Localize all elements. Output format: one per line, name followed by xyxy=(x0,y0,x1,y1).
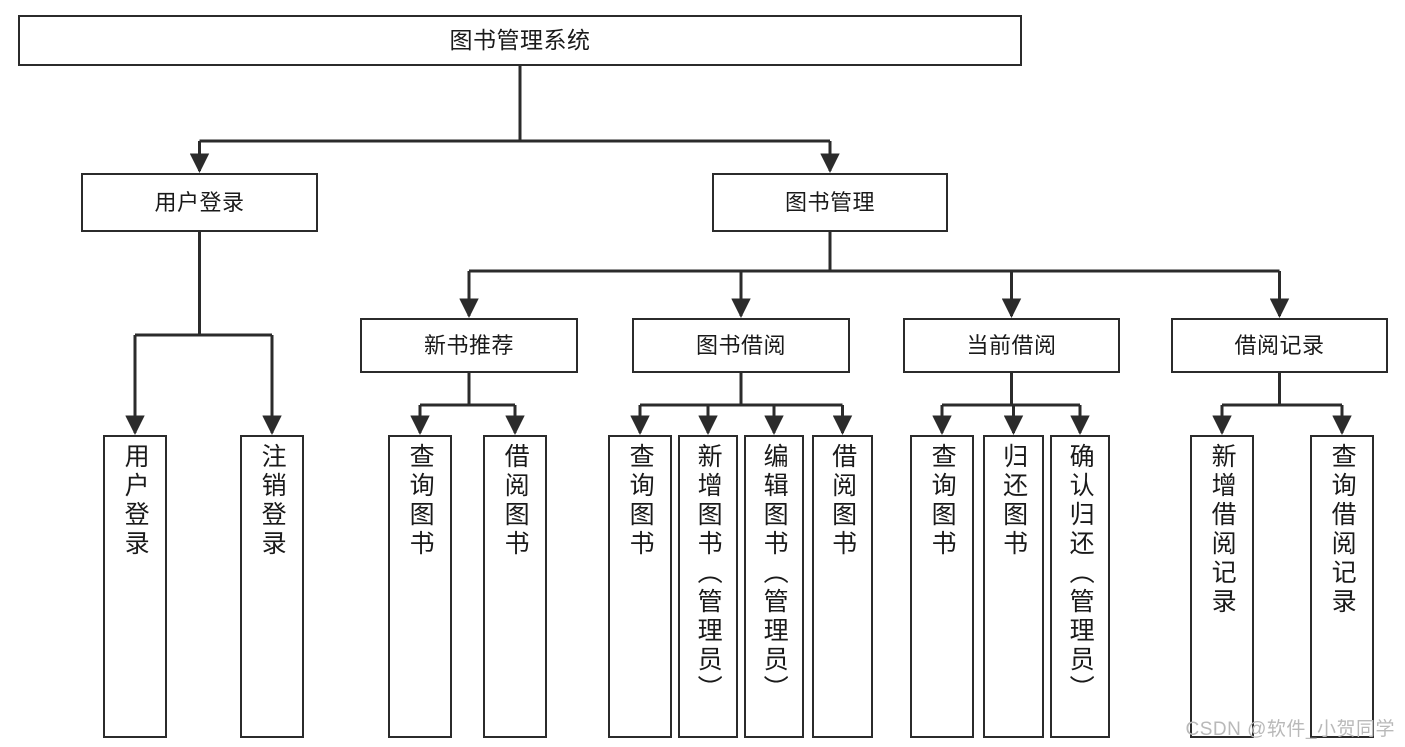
node-leaf-logout[interactable]: 注销登录 xyxy=(240,435,304,738)
node-root[interactable]: 图书管理系统 xyxy=(18,15,1022,66)
node-new-book-recommend-label: 新书推荐 xyxy=(423,332,514,358)
node-leaf-logout-label: 注销登录 xyxy=(258,443,287,559)
node-leaf-query-book-3-label: 查询图书 xyxy=(928,443,957,559)
node-new-book-recommend[interactable]: 新书推荐 xyxy=(360,318,578,373)
node-leaf-edit-book[interactable]: 编辑图书（管理员） xyxy=(744,435,804,738)
node-leaf-query-book-2-label: 查询图书 xyxy=(626,443,655,559)
node-leaf-borrow-book-2-label: 借阅图书 xyxy=(828,443,857,559)
node-leaf-add-book[interactable]: 新增图书（管理员） xyxy=(678,435,738,738)
node-leaf-user-login-label: 用户登录 xyxy=(121,443,150,559)
node-leaf-return-book[interactable]: 归还图书 xyxy=(983,435,1044,738)
node-book-manage-label: 图书管理 xyxy=(784,189,875,215)
node-leaf-query-book-2[interactable]: 查询图书 xyxy=(608,435,672,738)
node-leaf-add-book-label: 新增图书（管理员） xyxy=(694,443,723,704)
node-user-login[interactable]: 用户登录 xyxy=(81,173,318,232)
node-leaf-return-book-label: 归还图书 xyxy=(999,443,1028,559)
node-leaf-query-record-label: 查询借阅记录 xyxy=(1328,443,1357,617)
node-book-borrow-label: 图书借阅 xyxy=(695,332,786,358)
node-leaf-user-login[interactable]: 用户登录 xyxy=(103,435,167,738)
node-leaf-borrow-book-2[interactable]: 借阅图书 xyxy=(812,435,873,738)
node-leaf-edit-book-label: 编辑图书（管理员） xyxy=(760,443,789,704)
node-book-manage[interactable]: 图书管理 xyxy=(712,173,948,232)
node-leaf-query-book-3[interactable]: 查询图书 xyxy=(910,435,974,738)
node-leaf-borrow-book-1[interactable]: 借阅图书 xyxy=(483,435,547,738)
watermark-text: CSDN @软件_小贺同学 xyxy=(1185,719,1395,740)
node-book-borrow[interactable]: 图书借阅 xyxy=(632,318,850,373)
node-leaf-add-record[interactable]: 新增借阅记录 xyxy=(1190,435,1254,738)
node-current-borrow[interactable]: 当前借阅 xyxy=(903,318,1120,373)
node-leaf-borrow-book-1-label: 借阅图书 xyxy=(501,443,530,559)
node-leaf-confirm-return[interactable]: 确认归还（管理员） xyxy=(1050,435,1110,738)
node-leaf-query-record[interactable]: 查询借阅记录 xyxy=(1310,435,1374,738)
node-leaf-confirm-return-label: 确认归还（管理员） xyxy=(1066,443,1095,704)
node-borrow-record[interactable]: 借阅记录 xyxy=(1171,318,1388,373)
node-current-borrow-label: 当前借阅 xyxy=(966,332,1057,358)
node-borrow-record-label: 借阅记录 xyxy=(1234,332,1325,358)
node-leaf-query-book-1-label: 查询图书 xyxy=(406,443,435,559)
node-user-login-label: 用户登录 xyxy=(154,189,245,215)
node-leaf-add-record-label: 新增借阅记录 xyxy=(1208,443,1237,617)
node-leaf-query-book-1[interactable]: 查询图书 xyxy=(388,435,452,738)
node-root-label: 图书管理系统 xyxy=(449,26,591,53)
